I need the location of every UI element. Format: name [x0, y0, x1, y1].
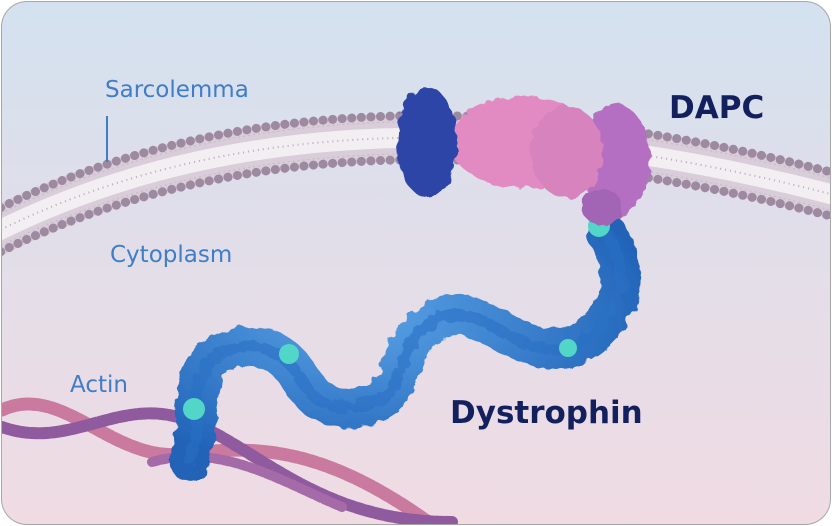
dystrophin-hinge-regions: [183, 215, 610, 420]
actin-label: Actin: [70, 372, 128, 398]
sarcolemma-label: Sarcolemma: [105, 77, 249, 103]
sarcolemma-membrane: [2, 111, 830, 257]
cytoplasm-label: Cytoplasm: [110, 242, 233, 268]
dapc-complex: [397, 87, 650, 225]
sarcolemma-pointer-line: [106, 116, 108, 162]
actin-filament: [2, 397, 458, 524]
dystrophin-label: Dystrophin: [450, 395, 643, 431]
dapc-label: DAPC: [669, 90, 765, 126]
